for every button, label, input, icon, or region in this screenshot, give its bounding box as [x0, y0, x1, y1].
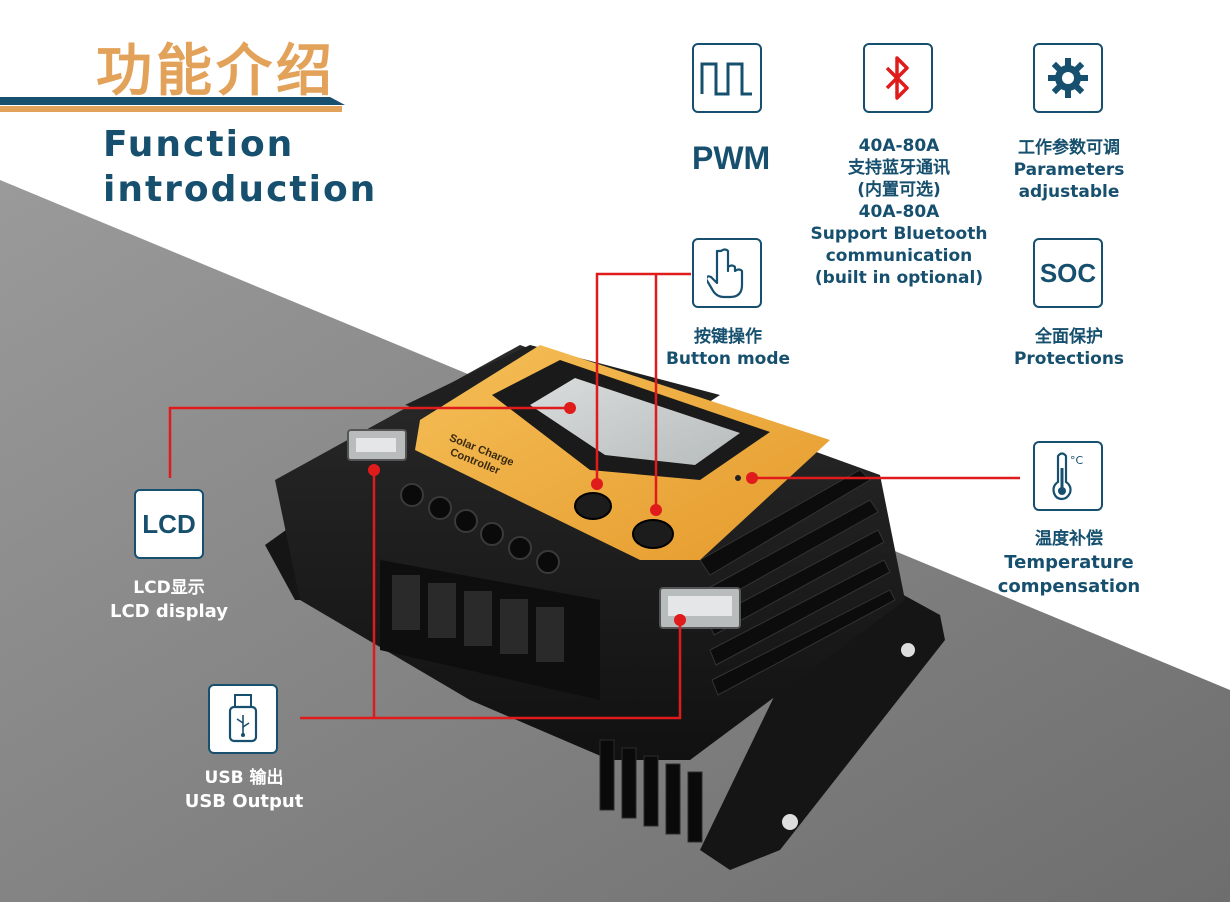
parameters-cn: 工作参数可调 [1018, 138, 1120, 158]
lcd-feature-icon: LCD [134, 489, 204, 559]
bluetooth-label: 40A-80A 支持蓝牙通讯 (内置可选) 40A-80A Support Bl… [800, 135, 998, 289]
button-cn: 按键操作 [694, 327, 762, 347]
gear-icon [1048, 58, 1088, 98]
soc-label: 全面保护 Protections [990, 326, 1148, 370]
soc-icon-text: SOC [1039, 257, 1097, 288]
temperature-en-line2: compensation [997, 576, 1141, 597]
thermometer-icon: °C [1052, 452, 1084, 501]
page-title-en-line1: Function [103, 124, 295, 165]
bluetooth-feature-icon [863, 43, 933, 113]
hand-pointer-icon [707, 248, 744, 299]
page-title-en: Function introduction [103, 122, 377, 212]
parameters-en-line2: adjustable [1018, 182, 1120, 202]
parameters-feature-icon [1033, 43, 1103, 113]
bluetooth-icon [885, 56, 909, 100]
usb-en: USB Output [184, 791, 304, 812]
temperature-en-line1: Temperature [1004, 552, 1134, 573]
temperature-unit: °C [1070, 454, 1084, 467]
button-en: Button mode [665, 349, 791, 369]
button-right [632, 519, 674, 549]
lcd-label: LCD显示 LCD display [90, 576, 248, 624]
lcd-icon-text: LCD [142, 508, 196, 539]
button-feature-icon [692, 238, 762, 308]
bluetooth-cn-line3: (内置可选) [857, 180, 941, 200]
button-left [574, 492, 612, 520]
bluetooth-cn-line2: 支持蓝牙通讯 [848, 158, 950, 178]
page-title-en-line2: introduction [103, 169, 378, 210]
bluetooth-en-line4: (built in optional) [814, 268, 984, 288]
lcd-cn: LCD显示 [133, 578, 205, 598]
parameters-en-line1: Parameters [1013, 160, 1125, 180]
usb-cn: USB 输出 [204, 768, 284, 788]
temperature-cn: 温度补偿 [1035, 529, 1103, 549]
bluetooth-en-line1: 40A-80A [858, 202, 940, 222]
button-label: 按键操作 Button mode [650, 326, 806, 370]
bluetooth-en-line3: communication [825, 246, 973, 266]
soc-feature-icon: SOC [1033, 238, 1103, 308]
bluetooth-cn-line1: 40A-80A [858, 136, 940, 156]
pwm-feature-icon [692, 43, 762, 113]
page-title-cn: 功能介绍 [96, 39, 336, 104]
parameters-label: 工作参数可调 Parameters adjustable [990, 137, 1148, 203]
usb-label: USB 输出 USB Output [165, 766, 323, 814]
temperature-label: 温度补偿 Temperature compensation [985, 527, 1153, 599]
callout-markers [368, 402, 758, 626]
soc-en: Protections [1013, 349, 1125, 369]
callout-lines [168, 272, 1020, 720]
bluetooth-en-line2: Support Bluetooth [810, 224, 988, 244]
square-wave-icon [700, 62, 752, 96]
lcd-en: LCD display [109, 601, 229, 622]
usb-icon [228, 694, 258, 743]
header-underline [0, 97, 330, 105]
usb-feature-icon [208, 684, 278, 754]
temperature-feature-icon: °C [1033, 441, 1103, 511]
pwm-label: PWM [692, 140, 771, 176]
soc-cn: 全面保护 [1035, 327, 1103, 347]
solar-charge-controller [265, 345, 945, 870]
